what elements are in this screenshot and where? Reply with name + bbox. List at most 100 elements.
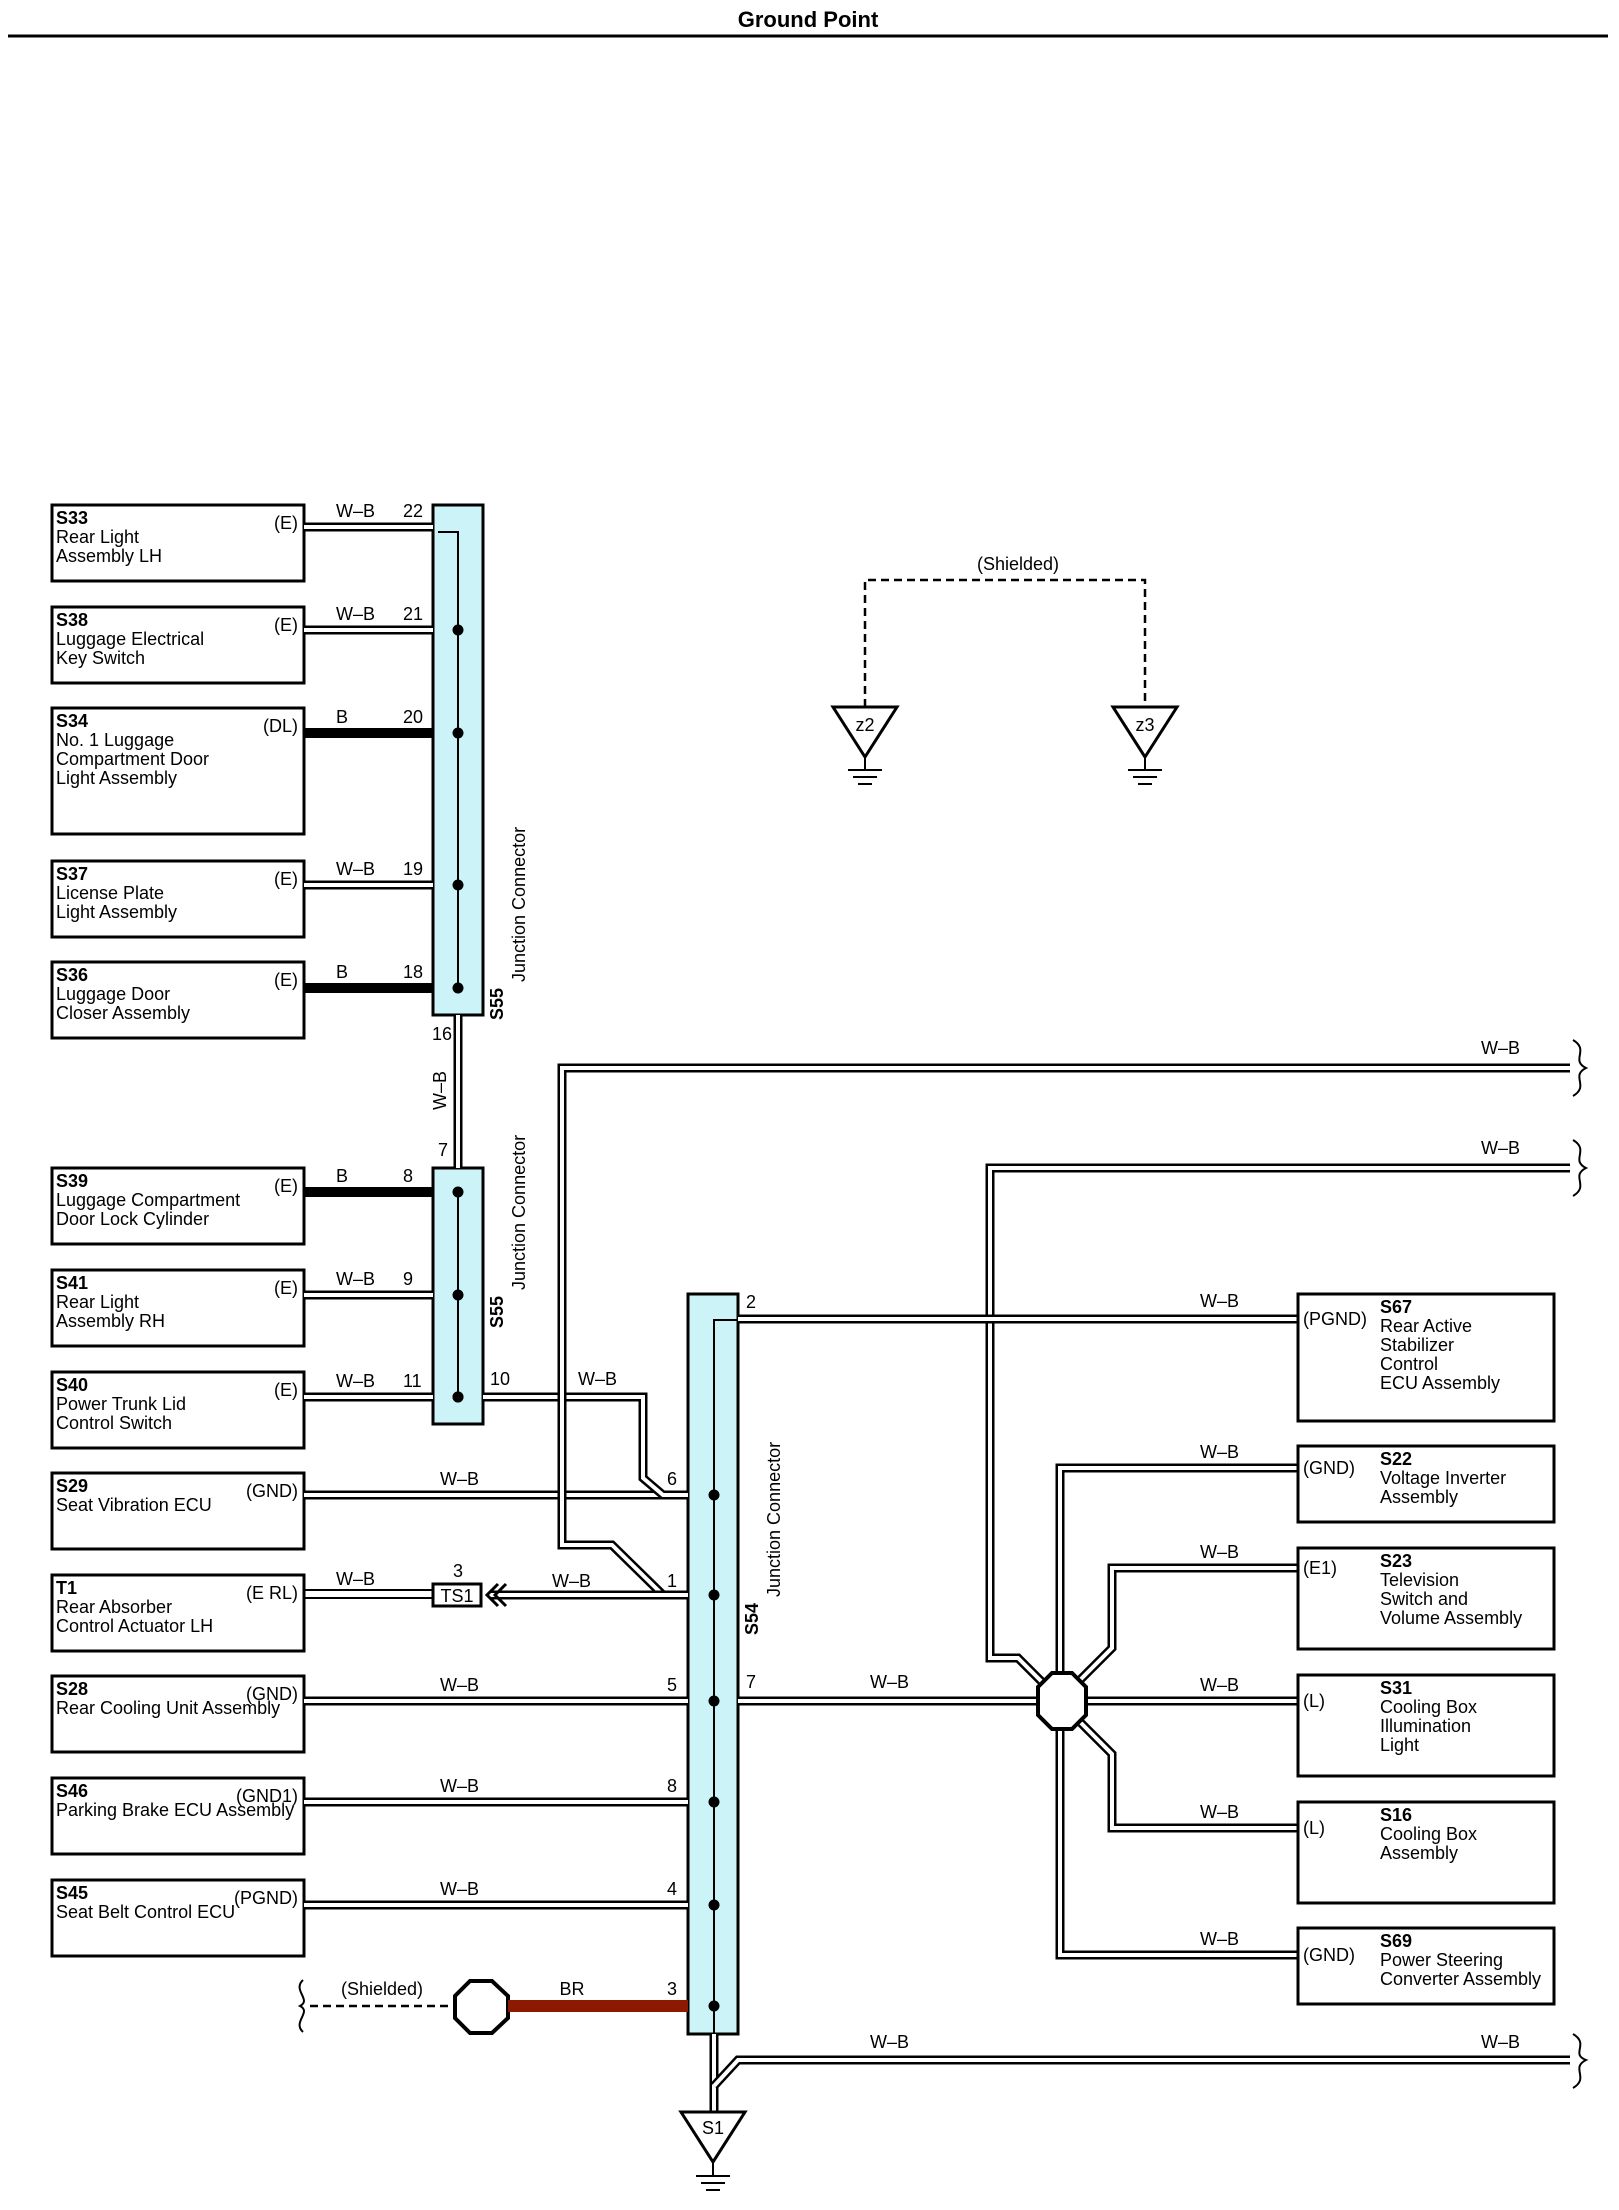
- s46-wire-color: W–B: [440, 1776, 479, 1796]
- page-title: Ground Point: [738, 7, 879, 32]
- s55-lower-label: S55 Junction Connector: [487, 1135, 529, 1328]
- t1-name-line: Rear Absorber: [56, 1597, 172, 1617]
- s36-terminal: (E): [274, 970, 298, 990]
- s39-wire-color: B: [336, 1166, 348, 1186]
- z3-ground-label: z3: [1135, 715, 1154, 735]
- s16-box: [1296, 1800, 1556, 1905]
- s33-wire-color: W–B: [336, 501, 375, 521]
- s36-box: [50, 960, 306, 1040]
- br-wire-color: BR: [559, 1979, 584, 1999]
- s45-name-line: Seat Belt Control ECU: [56, 1902, 235, 1922]
- junction-dots: [452, 624, 720, 2012]
- s36-name-line: Luggage Door: [56, 984, 170, 1004]
- s67-name-line: ECU Assembly: [1380, 1373, 1500, 1393]
- s46-id: S46: [56, 1781, 88, 1801]
- s31-box: [1296, 1673, 1556, 1778]
- ts1-arrow-icon: [484, 1582, 508, 1608]
- s1-ground-label: S1: [702, 2118, 724, 2138]
- s45-junction-dot: [708, 1899, 720, 1911]
- s40-terminal: (E): [274, 1380, 298, 1400]
- s41-box: [50, 1268, 306, 1348]
- s34-wire-color: B: [336, 707, 348, 727]
- s41-pin: 9: [403, 1269, 413, 1289]
- s34-name-line: No. 1 Luggage: [56, 730, 174, 750]
- s69-wire-color: W–B: [1200, 1929, 1239, 1949]
- s23-terminal: (E1): [1303, 1558, 1337, 1578]
- t1-wire-color: W–B: [336, 1569, 375, 1589]
- s46-box: [50, 1776, 306, 1856]
- wire-break-bottom: [1572, 2033, 1589, 2089]
- s34-pin: 20: [403, 707, 423, 727]
- s54-pin-7: 7: [746, 1672, 756, 1692]
- bottom-wire-color-right: W–B: [1481, 2032, 1520, 2052]
- s28-id: S28: [56, 1679, 88, 1699]
- s36-name-line: Closer Assembly: [56, 1003, 190, 1023]
- s29-pin: 6: [667, 1469, 677, 1489]
- s54-id: S54: [742, 1603, 762, 1635]
- s41-id: S41: [56, 1273, 88, 1293]
- s41-junction-dot: [452, 1289, 464, 1301]
- s33-id: S33: [56, 508, 88, 528]
- s37-wire: W–B 19: [304, 859, 433, 890]
- s55-link-color: W–B: [430, 1071, 450, 1110]
- t1-box: [50, 1573, 306, 1653]
- s16-id: S16: [1380, 1805, 1412, 1825]
- s55-pin-7: 7: [438, 1140, 448, 1160]
- s54-pin-2: 2: [746, 1292, 756, 1312]
- wire-break-2: [1572, 1139, 1589, 1197]
- s69-terminal: (GND): [1303, 1945, 1355, 1965]
- s23-box: [1296, 1546, 1556, 1651]
- t1-id: T1: [56, 1578, 77, 1598]
- s55-lower-id: S55: [487, 1296, 507, 1328]
- s29-name-line: Seat Vibration ECU: [56, 1495, 212, 1515]
- s34-name-line: Compartment Door: [56, 749, 209, 769]
- s45-terminal: (PGND): [234, 1888, 298, 1908]
- s55-upper-junction-text: Junction Connector: [509, 827, 529, 982]
- bottom-wb-wire: [710, 2055, 1570, 2090]
- s41-name-line: Assembly RH: [56, 1311, 165, 1331]
- s38-box: [50, 605, 306, 685]
- s38-pin: 21: [403, 604, 423, 624]
- s46-name-line: Parking Brake ECU Assembly: [56, 1800, 294, 1820]
- s28-pin: 5: [667, 1675, 677, 1695]
- s28-terminal: (GND): [246, 1684, 298, 1704]
- s37-pin: 19: [403, 859, 423, 879]
- shield-splice-point: [453, 1979, 510, 2035]
- s39-terminal: (E): [274, 1176, 298, 1196]
- s39-junction-dot: [452, 1186, 464, 1198]
- s54-7-color: W–B: [870, 1672, 909, 1692]
- s39-name-line: Door Lock Cylinder: [56, 1209, 209, 1229]
- wire-break-1: [1572, 1039, 1589, 1097]
- s22-box: [1296, 1444, 1556, 1524]
- s22-name-line: Voltage Inverter: [1380, 1468, 1506, 1488]
- s31-terminal: (L): [1303, 1691, 1325, 1711]
- s36-pin: 18: [403, 962, 423, 982]
- s67-name-line: Rear Active: [1380, 1316, 1472, 1336]
- s29-box: [50, 1471, 306, 1551]
- s38-name-line: Key Switch: [56, 648, 145, 668]
- s31-wire-color: W–B: [1200, 1675, 1239, 1695]
- s37-wire-color: W–B: [336, 859, 375, 879]
- s55-upper-id: S55: [487, 988, 507, 1020]
- s22-id: S22: [1380, 1449, 1412, 1469]
- s36-id: S36: [56, 965, 88, 985]
- t1-pin: 3: [453, 1561, 463, 1581]
- s16-name-line: Assembly: [1380, 1843, 1458, 1863]
